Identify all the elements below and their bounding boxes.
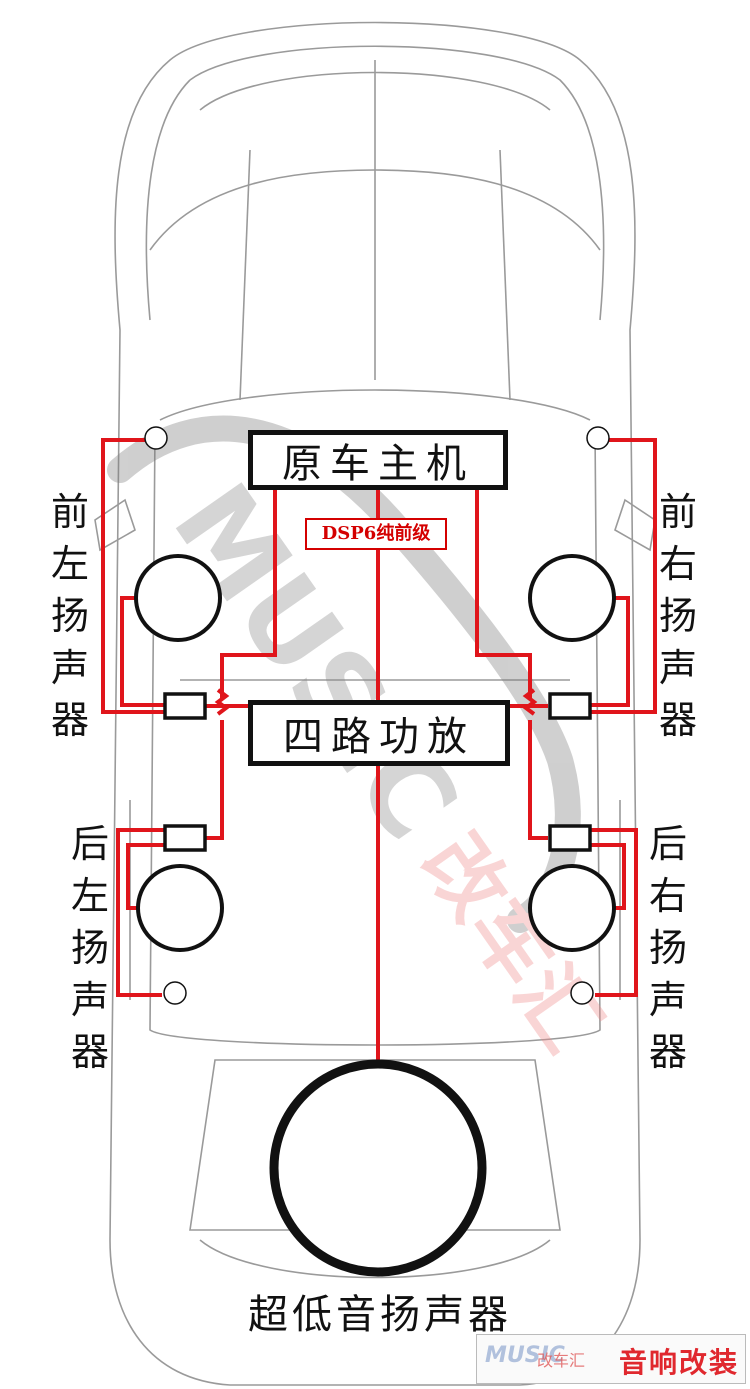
crossover-box [163, 692, 207, 720]
rear-left-speaker-icon [136, 864, 224, 952]
crossovers [163, 692, 592, 852]
speakers [134, 554, 616, 1277]
tweeter-icon [570, 981, 594, 1005]
crossover-box [548, 824, 592, 852]
front-left-speaker-icon [134, 554, 222, 642]
front-left-label: 前左扬声器 [50, 490, 89, 742]
logo-sub: 改车汇 [537, 1351, 586, 1370]
wiring [101, 438, 657, 1060]
front-right-label: 前右扬声器 [658, 490, 697, 742]
tweeter-icon [144, 426, 168, 450]
subwoofer-label: 超低音扬声器 [248, 1292, 512, 1338]
car-outline [94, 21, 656, 1386]
rear-left-label: 后左扬声器 [70, 822, 109, 1074]
brand-text: 音响改装 [618, 1346, 739, 1379]
dsp-label: DSP6纯前级 [305, 518, 447, 550]
head-unit-box: 原车主机 [248, 430, 508, 490]
crossover-box [163, 824, 207, 852]
rear-right-speaker-icon [528, 864, 616, 952]
logo: MUSIC [485, 1343, 565, 1368]
tweeters [144, 426, 610, 1005]
amplifier-box: 四路功放 [248, 700, 510, 766]
tweeter-icon [163, 981, 187, 1005]
rear-right-label: 后右扬声器 [648, 822, 687, 1074]
footer-brand-bar: MUSIC 改车汇 音响改装 [476, 1334, 746, 1384]
front-right-speaker-icon [528, 554, 616, 642]
tweeter-icon [586, 426, 610, 450]
crossover-box [548, 692, 592, 720]
subwoofer-icon [269, 1059, 487, 1277]
